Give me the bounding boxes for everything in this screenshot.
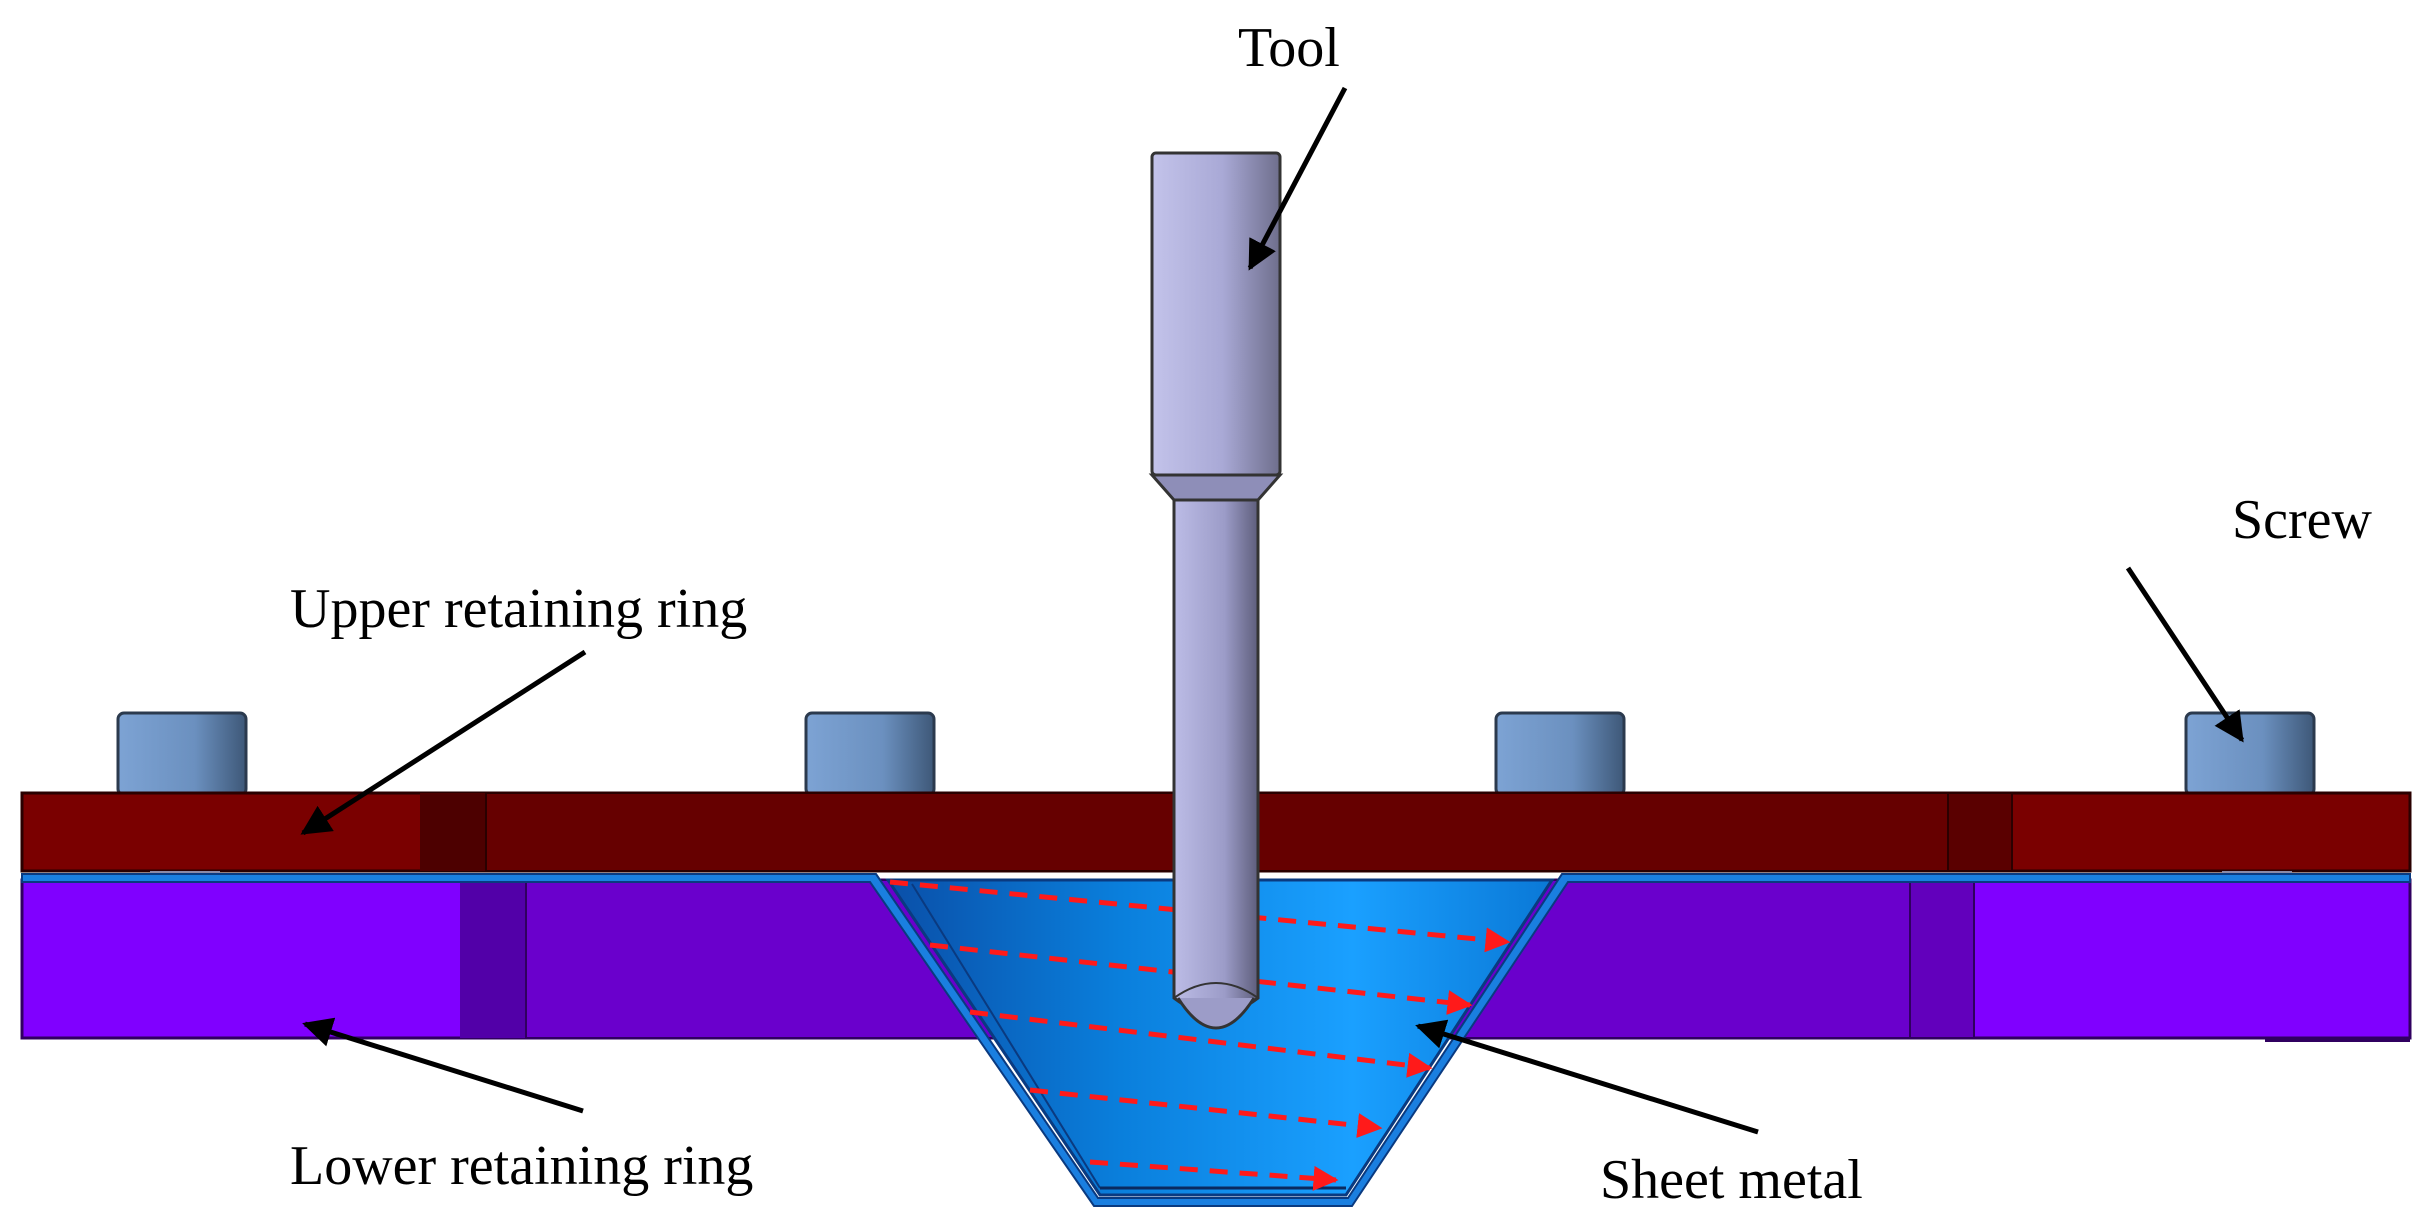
forming-tool <box>1148 151 1284 1030</box>
screws <box>116 711 2316 797</box>
screw-arrow <box>2125 566 2245 743</box>
sheet-metal-arrow <box>1415 1019 1759 1135</box>
lower-ring-arrow <box>302 1017 584 1114</box>
screw-head-icon <box>1494 711 1626 797</box>
label-lower-retaining-ring: Lower retaining ring <box>290 1135 753 1197</box>
tool-arrow <box>1247 86 1348 271</box>
screw-head-icon <box>804 711 936 797</box>
label-tool: Tool <box>1238 17 1340 79</box>
leader-arrows <box>300 86 2245 1135</box>
label-screw: Screw <box>2232 489 2373 551</box>
label-upper-retaining-ring: Upper retaining ring <box>290 578 747 640</box>
screw-head-icon <box>116 711 248 797</box>
label-sheet-metal: Sheet metal <box>1600 1149 1863 1211</box>
screw-head-icon <box>2184 711 2316 797</box>
upper-ring-arrow <box>300 649 587 836</box>
